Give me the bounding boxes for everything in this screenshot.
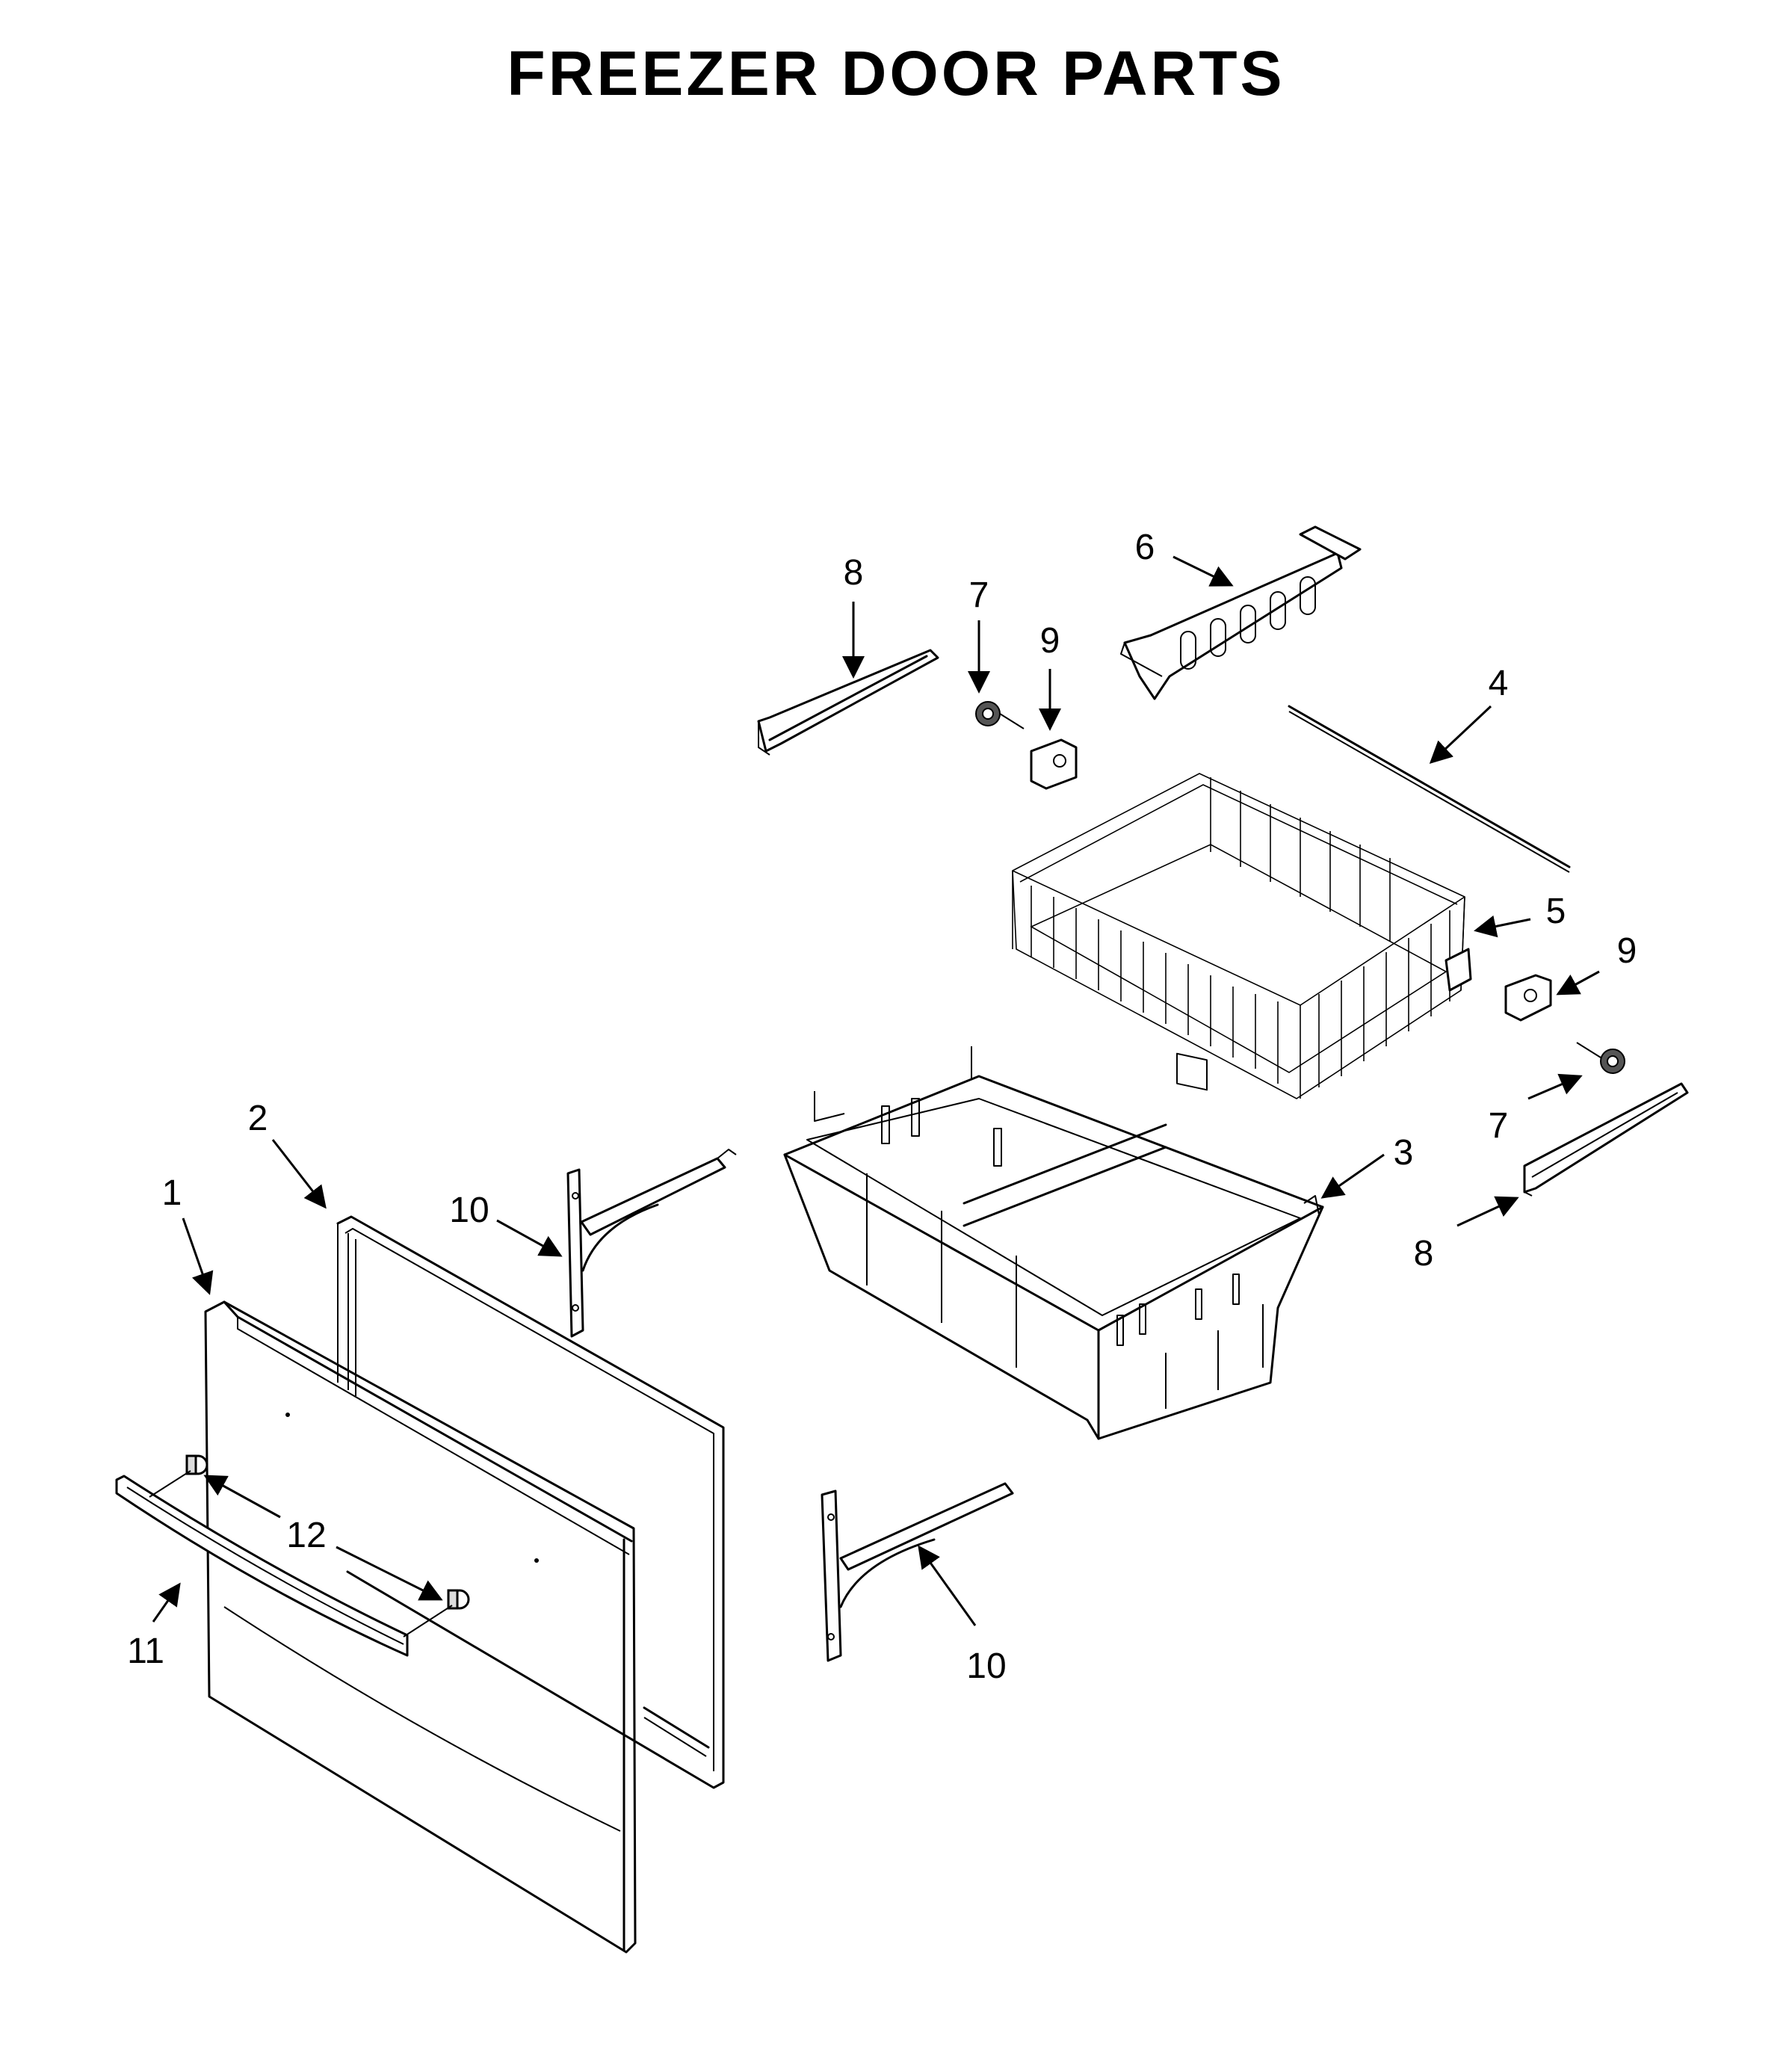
arrow-11 — [152, 1582, 181, 1623]
callout-label: 11 — [127, 1632, 164, 1671]
arrow-4 — [1429, 705, 1492, 765]
callout-label: 7 — [1489, 1106, 1509, 1146]
wire-basket — [1012, 773, 1472, 1099]
callout-label: 5 — [1546, 892, 1566, 931]
door-gasket — [336, 1215, 725, 1789]
callout-label: 9 — [1617, 931, 1637, 971]
arrow-5 — [1474, 915, 1531, 938]
basket-divider — [1120, 525, 1362, 700]
callout-label: 6 — [1135, 528, 1155, 567]
arrow-12-left — [203, 1475, 281, 1519]
basket-rod — [1288, 705, 1571, 873]
rail-right — [1523, 1082, 1689, 1197]
callout-label: 1 — [162, 1173, 182, 1213]
arrow-9-lower — [1556, 970, 1600, 995]
callout-label: 12 — [286, 1516, 326, 1555]
gear-lower — [1576, 1042, 1625, 1074]
callout-label: 2 — [248, 1099, 268, 1138]
arrow-8-right — [1456, 1196, 1519, 1227]
arrow-1 — [182, 1217, 214, 1295]
arrow-10-lower — [918, 1545, 977, 1626]
bracket-upper — [1030, 738, 1078, 790]
freezer-door-panel — [204, 1300, 637, 1954]
arrow-12-right — [336, 1546, 443, 1601]
slide-rail-lower — [821, 1482, 1014, 1662]
callout-label: 8 — [844, 553, 864, 593]
callout-label: 7 — [969, 575, 989, 615]
callout-label: 10 — [966, 1646, 1006, 1686]
door-handle — [115, 1475, 409, 1657]
callout-label: 8 — [1414, 1234, 1434, 1274]
arrow-7-lower — [1527, 1073, 1583, 1100]
slide-rail-upper — [566, 1149, 737, 1338]
handle-stud — [149, 1454, 208, 1498]
arrow-10-upper — [496, 1219, 563, 1257]
arrow-2 — [271, 1139, 327, 1209]
handle-stud — [403, 1589, 470, 1637]
gear-upper — [975, 701, 1025, 729]
freezer-bin — [783, 1046, 1324, 1440]
callout-label: 4 — [1489, 664, 1509, 703]
callout-label: 10 — [449, 1191, 489, 1230]
rail-upper — [757, 649, 939, 756]
page-title: FREEZER DOOR PARTS — [507, 38, 1285, 108]
bracket-lower — [1504, 974, 1552, 1022]
arrow-6 — [1172, 555, 1234, 587]
callout-label: 3 — [1394, 1133, 1414, 1173]
arrow-3 — [1320, 1153, 1385, 1199]
callout-label: 9 — [1040, 621, 1060, 661]
